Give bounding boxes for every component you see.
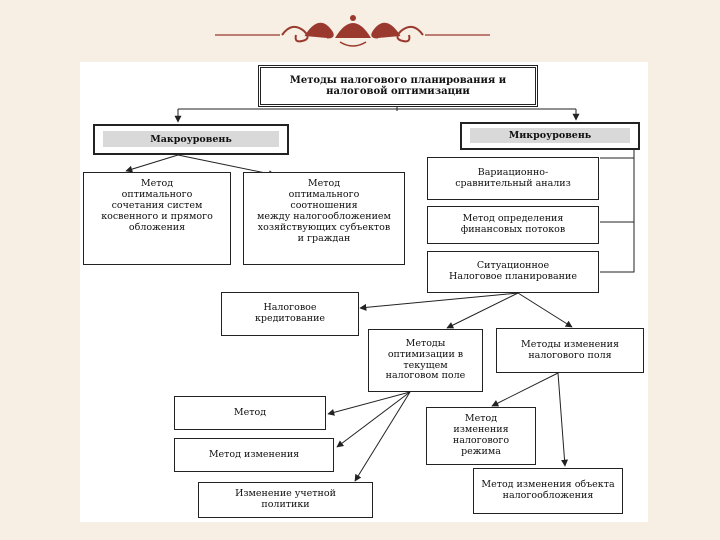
node-macro-method1: Метод оптимального сочетания систем косв…	[83, 172, 231, 265]
node-macro: Макроуровень	[93, 124, 289, 155]
edge-sit-opt	[446, 292, 519, 329]
node-macro-method2: Метод оптимального соотношения между нал…	[243, 172, 405, 265]
node-object: Метод изменения объекта налогообложения	[473, 468, 623, 514]
node-accounting-policy: Изменение учетной политики	[198, 482, 373, 518]
node-opt-current: Методы оптимизации в текущем налоговом п…	[368, 329, 483, 392]
edge-opt-methodchange	[336, 391, 411, 448]
edge-sit-change	[517, 292, 573, 328]
edge-change-object	[557, 372, 569, 467]
node-regime: Метод изменения налогового режима	[426, 407, 536, 465]
node-flows: Метод определения финансовых потоков	[427, 206, 599, 244]
node-change-field: Методы изменения налогового поля	[496, 328, 644, 373]
decorative-ornament	[215, 15, 490, 47]
macro-label: Макроуровень	[103, 131, 279, 147]
node-variation: Вариационно- сравнительный анализ	[427, 157, 599, 200]
node-method: Метод	[174, 396, 326, 430]
edge-sit-crediting	[359, 292, 519, 311]
node-crediting: Налоговое кредитование	[221, 292, 359, 336]
node-micro: Микроуровень	[460, 122, 640, 150]
micro-label: Микроуровень	[470, 128, 630, 143]
edge-micro-bracket	[600, 150, 635, 273]
edge-opt-policy	[354, 391, 411, 482]
node-situational: Ситуационное Налоговое планирование	[427, 251, 599, 293]
node-title: Методы налогового планирования и налогов…	[258, 65, 538, 107]
node-method-change: Метод изменения	[174, 438, 334, 472]
edge-macro-method1	[125, 154, 179, 173]
edge-change-regime	[491, 372, 559, 407]
edge-macro-method2	[177, 154, 276, 178]
edge-opt-method	[327, 391, 411, 416]
